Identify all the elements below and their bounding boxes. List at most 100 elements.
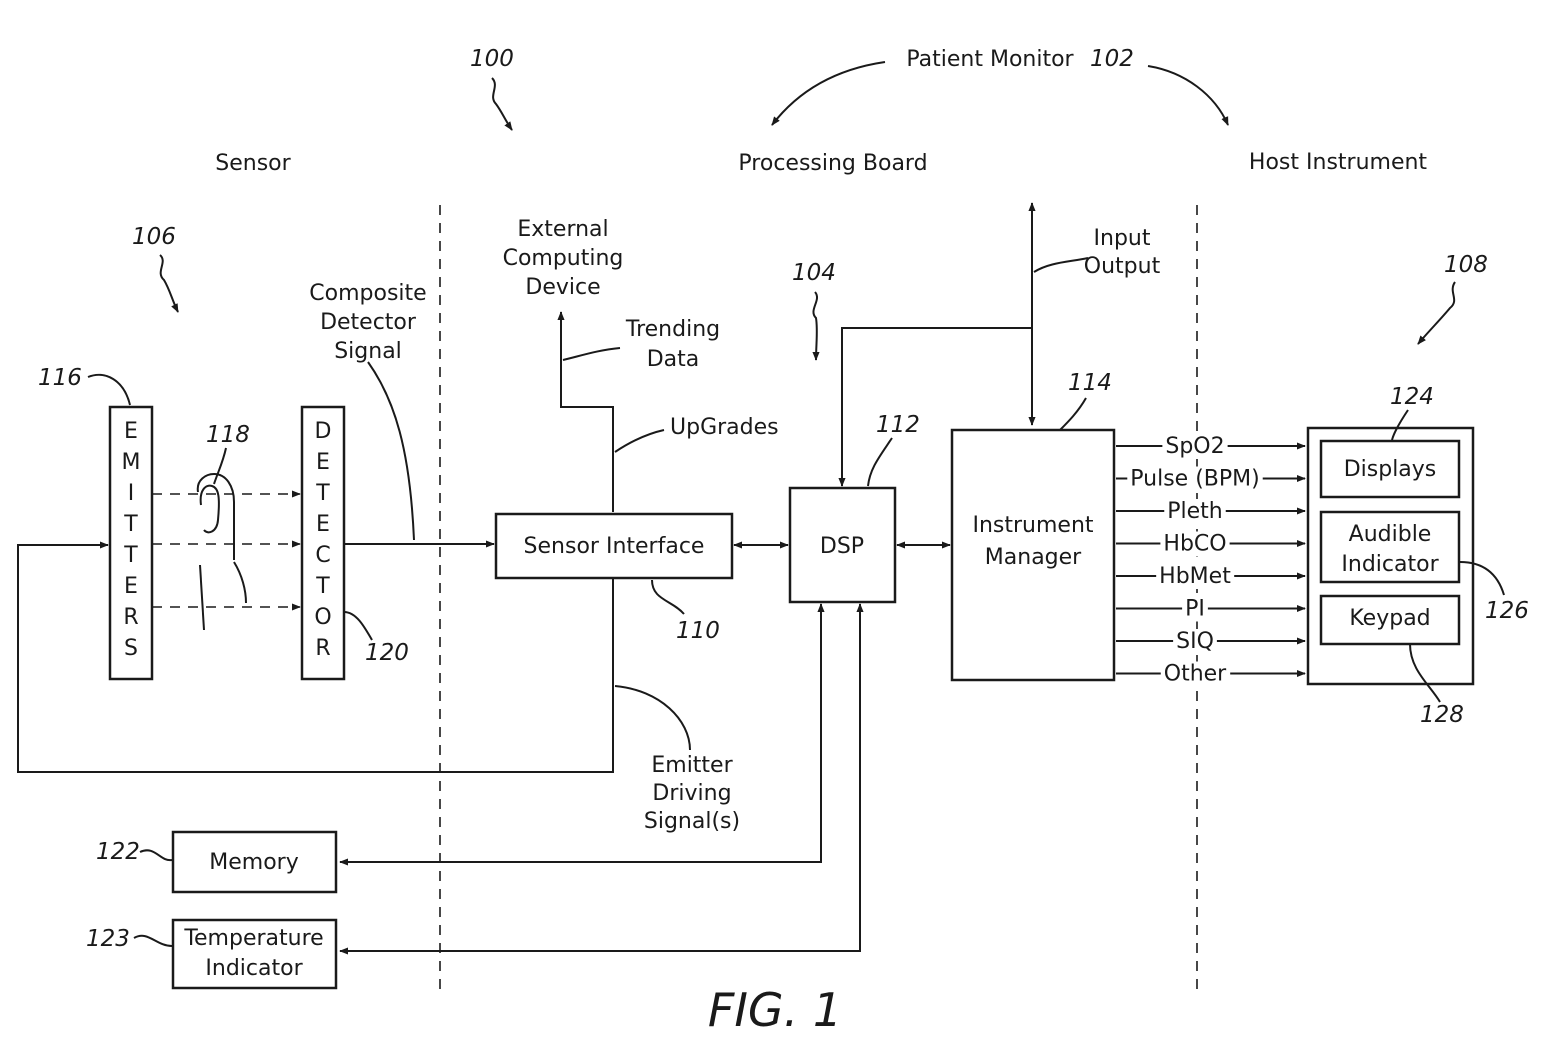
detector-letter: E: [316, 450, 330, 475]
displays-label: Displays: [1344, 457, 1437, 482]
dsp-ref-leader: [868, 438, 892, 486]
emitters-letter: E: [124, 419, 138, 444]
ref-temperature-indicator: 123: [86, 926, 130, 952]
detector-letter: T: [315, 574, 330, 599]
finger-outline: [198, 474, 234, 560]
upgrades-label: UpGrades: [670, 415, 779, 440]
memory-ref-leader: [140, 850, 172, 860]
detector-letter: T: [315, 481, 330, 506]
ref-keypad: 128: [1420, 702, 1464, 728]
dsp-memory-link: [340, 604, 821, 862]
patient-monitor-arrow-right: [1148, 66, 1228, 125]
keypad-label: Keypad: [1349, 606, 1430, 631]
audible-indicator-line: Indicator: [1341, 552, 1439, 577]
composite-signal-line: Composite: [309, 281, 426, 306]
composite-signal-line: Detector: [320, 310, 417, 335]
trending-data-leader: [563, 348, 620, 360]
ref-system: 100: [470, 46, 514, 72]
emitters-letter: S: [124, 636, 138, 661]
external-device-line: Computing: [503, 246, 624, 271]
patient-monitor-arrow-left: [772, 62, 885, 125]
sensor-interface-ref-leader: [652, 580, 684, 614]
ref-audible-indicator: 126: [1485, 598, 1529, 624]
ref-emitters: 116: [38, 365, 82, 391]
external-device-link: [561, 312, 613, 512]
ref-sensor-interface: 110: [676, 618, 720, 644]
detector-ref-leader: [344, 612, 372, 640]
trending-data-line: Trending: [625, 317, 720, 342]
output-label: HbMet: [1159, 564, 1231, 589]
emitter-driving-line: Emitter: [651, 753, 733, 778]
header-processing-board: Processing Board: [738, 151, 927, 176]
instrument-manager-ref-leader: [1060, 398, 1086, 430]
dsp-temperature-link: [340, 604, 860, 951]
ref-host-instrument: 108: [1444, 252, 1488, 278]
ref-displays: 124: [1390, 384, 1434, 410]
ref-memory: 122: [96, 839, 140, 865]
ref-processing-board: 104: [792, 260, 836, 286]
temperature-indicator-line: Indicator: [205, 956, 303, 981]
audible-indicator-line: Audible: [1349, 522, 1432, 547]
emitters-letter: I: [128, 481, 135, 506]
ref-finger: 118: [206, 422, 250, 448]
emitter-driving-label: EmitterDrivingSignal(s): [644, 753, 740, 834]
input-output-line: Input: [1094, 226, 1151, 251]
emitters-letter: T: [123, 543, 138, 568]
ref-dsp: 112: [876, 412, 920, 438]
emitters-ref-leader: [88, 375, 130, 405]
fingernail: [201, 486, 219, 533]
system-ref-leader: [492, 78, 512, 130]
memory-label: Memory: [209, 850, 298, 875]
detector-letter: O: [314, 605, 331, 630]
trending-data-line: Data: [647, 347, 700, 372]
header-sensor: Sensor: [215, 151, 291, 176]
ref-detector: 120: [365, 640, 409, 666]
input-output-label: InputOutput: [1084, 226, 1161, 279]
composite-signal-label: CompositeDetectorSignal: [309, 281, 426, 364]
ref-sensor: 106: [132, 224, 176, 250]
temperature-indicator-line: Temperature: [183, 926, 323, 951]
external-device-label: ExternalComputingDevice: [503, 217, 624, 300]
detector-letter: C: [315, 543, 330, 568]
output-label: Pulse (BPM): [1130, 467, 1259, 492]
output-label: HbCO: [1163, 532, 1226, 557]
dsp-label: DSP: [820, 534, 864, 559]
upgrades-leader: [615, 430, 664, 452]
output-label: Pleth: [1167, 499, 1222, 524]
composite-signal-leader: [368, 362, 414, 540]
temperature-ref-leader: [134, 936, 172, 946]
parameter-outputs: SpO2Pulse (BPM) PlethHbCO HbMetPI SIQ Other: [1116, 434, 1305, 687]
external-device-line: Device: [525, 275, 600, 300]
finger-knuckle: [234, 562, 246, 603]
output-label: SpO2: [1165, 434, 1224, 459]
emitters-letter: T: [123, 512, 138, 537]
instrument-manager-line: Instrument: [972, 513, 1093, 538]
external-device-line: External: [517, 217, 608, 242]
detector-letter: D: [315, 419, 332, 444]
emitters-letter: E: [124, 574, 138, 599]
ref-patient-monitor: 102: [1090, 46, 1134, 72]
finger-lower-edge: [200, 565, 204, 630]
trending-data-label: TrendingData: [625, 317, 720, 372]
sensor-interface-label: Sensor Interface: [524, 534, 705, 559]
processing-board-ref-leader: [813, 292, 817, 360]
figure-label: FIG. 1: [708, 983, 842, 1037]
output-label: Other: [1164, 662, 1227, 687]
emitter-driving-line: Signal(s): [644, 809, 740, 834]
emitter-driving-line: Driving: [652, 781, 731, 806]
ref-instrument-manager: 114: [1068, 370, 1112, 396]
emitters-letter: R: [123, 605, 138, 630]
host-instrument-ref-leader: [1418, 282, 1455, 344]
header-host-instrument: Host Instrument: [1249, 150, 1428, 175]
input-output-leader: [1034, 258, 1088, 272]
detector-letter: E: [316, 512, 330, 537]
sensor-ref-leader: [160, 255, 178, 312]
instrument-manager-line: Manager: [985, 545, 1082, 570]
emitter-driving-leader: [615, 686, 690, 750]
detector-letter: R: [315, 636, 330, 661]
header-patient-monitor: Patient Monitor: [906, 47, 1074, 72]
output-label: PI: [1185, 597, 1205, 622]
output-label: SIQ: [1176, 629, 1214, 654]
